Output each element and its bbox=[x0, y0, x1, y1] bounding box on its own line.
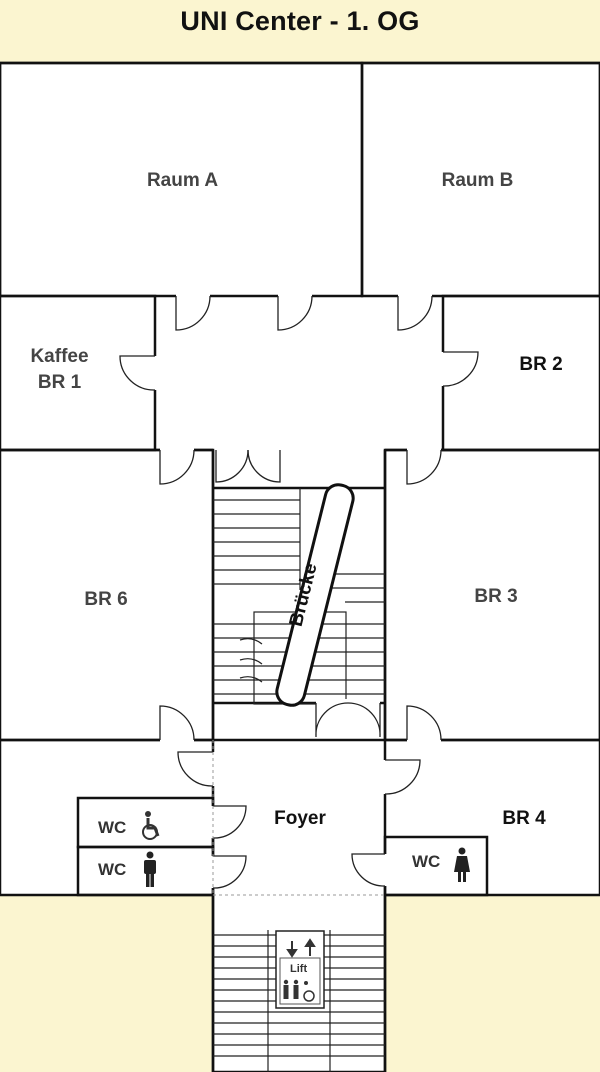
man-icon bbox=[144, 851, 156, 887]
label-foyer: Foyer bbox=[274, 808, 326, 829]
bridge bbox=[275, 483, 355, 707]
people-icon bbox=[283, 979, 315, 1002]
label-br3: BR 3 bbox=[474, 586, 518, 607]
label-wc-accessible: WC bbox=[98, 818, 127, 837]
label-raum-b: Raum B bbox=[441, 170, 514, 191]
label-wc-women: WC bbox=[412, 852, 441, 871]
wheelchair-icon bbox=[142, 811, 160, 840]
label-br1: BR 1 bbox=[37, 371, 82, 393]
woman-icon bbox=[454, 847, 470, 882]
label-lift: Lift bbox=[290, 963, 308, 975]
label-kaffee-br1: Kaffee BR 1 bbox=[12, 344, 107, 395]
label-wc-men: WC bbox=[98, 860, 127, 879]
stairs-upper bbox=[213, 488, 385, 603]
label-br6: BR 6 bbox=[84, 589, 128, 610]
up-down-arrows-icon bbox=[286, 938, 316, 958]
label-br2: BR 2 bbox=[519, 354, 563, 375]
label-kaffee: Kaffee bbox=[30, 346, 89, 367]
label-raum-a: Raum A bbox=[146, 170, 219, 191]
label-br4: BR 4 bbox=[502, 808, 546, 829]
doors bbox=[119, 292, 479, 889]
page-title: UNI Center - 1. OG bbox=[180, 6, 420, 36]
